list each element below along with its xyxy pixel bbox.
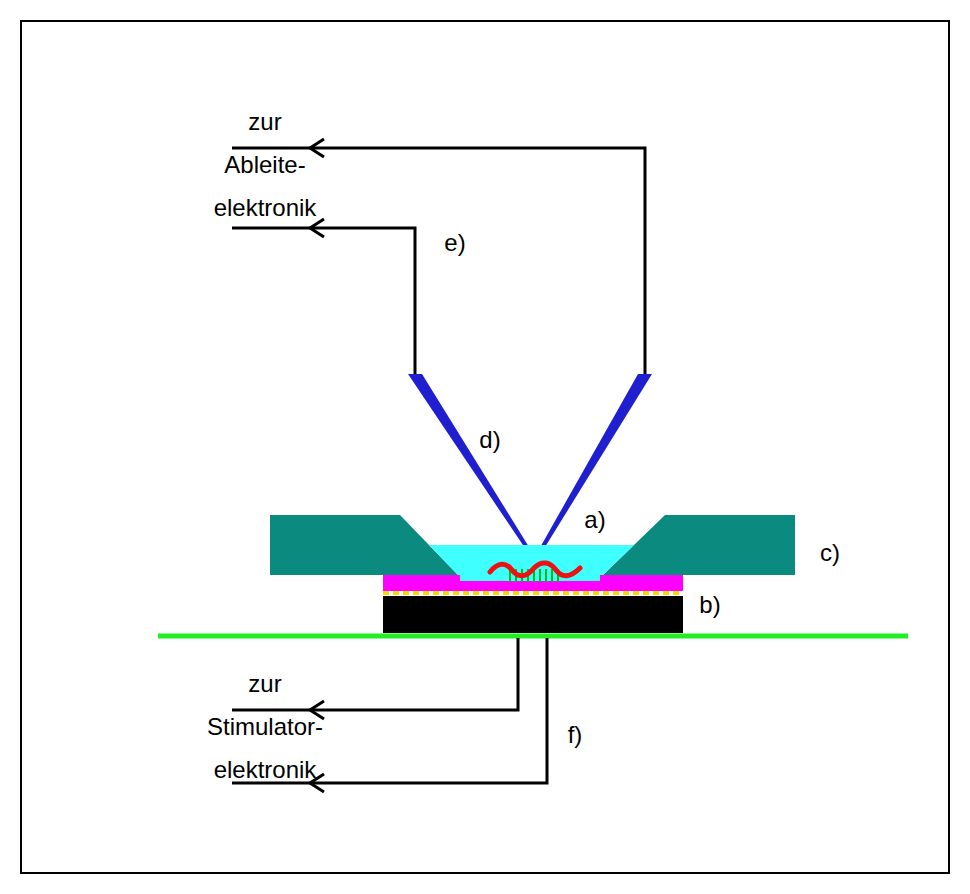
arrow-head <box>310 139 324 157</box>
callout-letter: f) <box>568 721 583 750</box>
tissue-slice <box>490 563 580 576</box>
connection-label: zur Stimulator- elektronik <box>207 662 323 791</box>
bath-solution <box>460 575 600 581</box>
electrode <box>533 374 652 560</box>
arrow-head <box>310 219 324 237</box>
frame <box>21 21 949 873</box>
callout-letter: e) <box>444 229 465 258</box>
wire <box>232 148 645 375</box>
callout-letter: d) <box>479 426 500 455</box>
circuit-board <box>158 634 908 639</box>
electrode-layer <box>383 591 683 595</box>
callout-letter: a) <box>584 506 605 535</box>
electrode <box>408 374 537 560</box>
chip <box>383 596 683 633</box>
connection-label: zur Ableite- elektronik <box>214 100 317 229</box>
wire <box>232 228 415 375</box>
bath-solution <box>429 545 634 575</box>
callout-letter: b) <box>699 591 720 620</box>
callout-letter: c) <box>820 539 840 568</box>
